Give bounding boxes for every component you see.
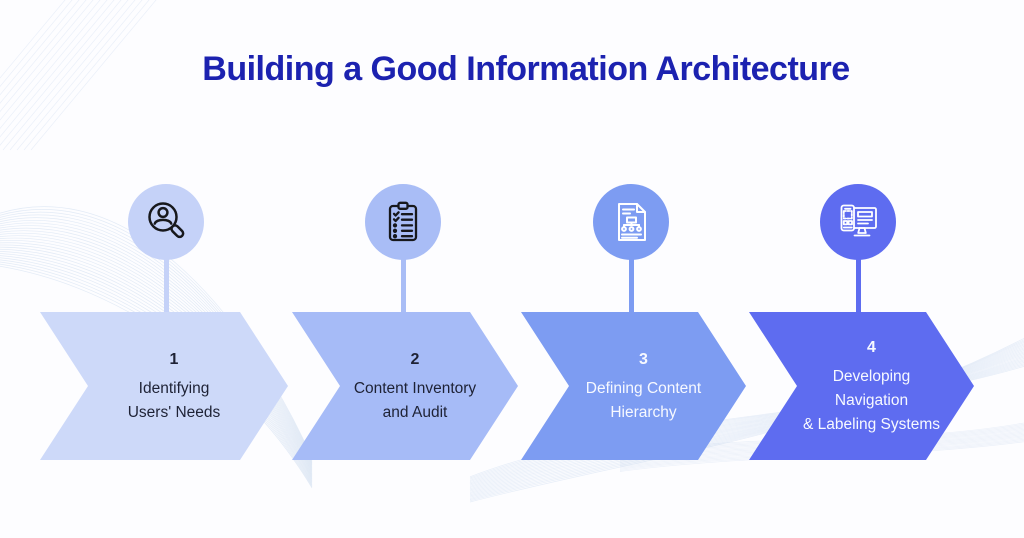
step-4-icon-circle [820, 184, 896, 260]
step-3-connector-line [628, 257, 634, 314]
step-label-line1: Identifying [138, 379, 210, 397]
desktop-wireframe-icon [834, 198, 882, 246]
step-number: 4 [867, 338, 876, 356]
step-label-line2: Users' Needs [127, 403, 221, 421]
step-3-text: 3 Defining Content Hierarchy [521, 348, 746, 425]
step-label-line1: Defining Content [585, 379, 702, 397]
step-1-connector-line [163, 257, 169, 314]
step-number: 2 [410, 350, 420, 368]
step-label-line2: and Audit [382, 403, 448, 421]
step-2-connector-line [400, 257, 406, 314]
document-hierarchy-icon [607, 198, 655, 246]
step-2-text: 2 Content Inventory and Audit [292, 348, 518, 425]
step-4-arrow: 4 Developing Navigation & Labeling Syste… [749, 312, 974, 460]
step-label-line2: Hierarchy [610, 403, 677, 421]
step-1-text: 1 Identifying Users' Needs [40, 348, 288, 425]
step-label-line1: Content Inventory [353, 379, 477, 397]
step-number: 1 [169, 350, 179, 368]
step-4-connector-line [855, 257, 861, 314]
step-number: 3 [639, 350, 648, 368]
step-label-line2: & Labeling Systems [803, 415, 940, 433]
page-title: Building a Good Information Architecture [202, 50, 850, 88]
step-4-text: 4 Developing Navigation & Labeling Syste… [749, 336, 974, 437]
clipboard-checklist-icon [379, 198, 427, 246]
step-1-icon-circle [128, 184, 204, 260]
step-2-icon-circle [365, 184, 441, 260]
step-label-line1: Developing Navigation [832, 367, 911, 409]
step-2-arrow: 2 Content Inventory and Audit [292, 312, 518, 460]
user-search-icon [142, 198, 190, 246]
step-3-icon-circle [593, 184, 669, 260]
step-1-arrow: 1 Identifying Users' Needs [40, 312, 288, 460]
step-3-arrow: 3 Defining Content Hierarchy [521, 312, 746, 460]
